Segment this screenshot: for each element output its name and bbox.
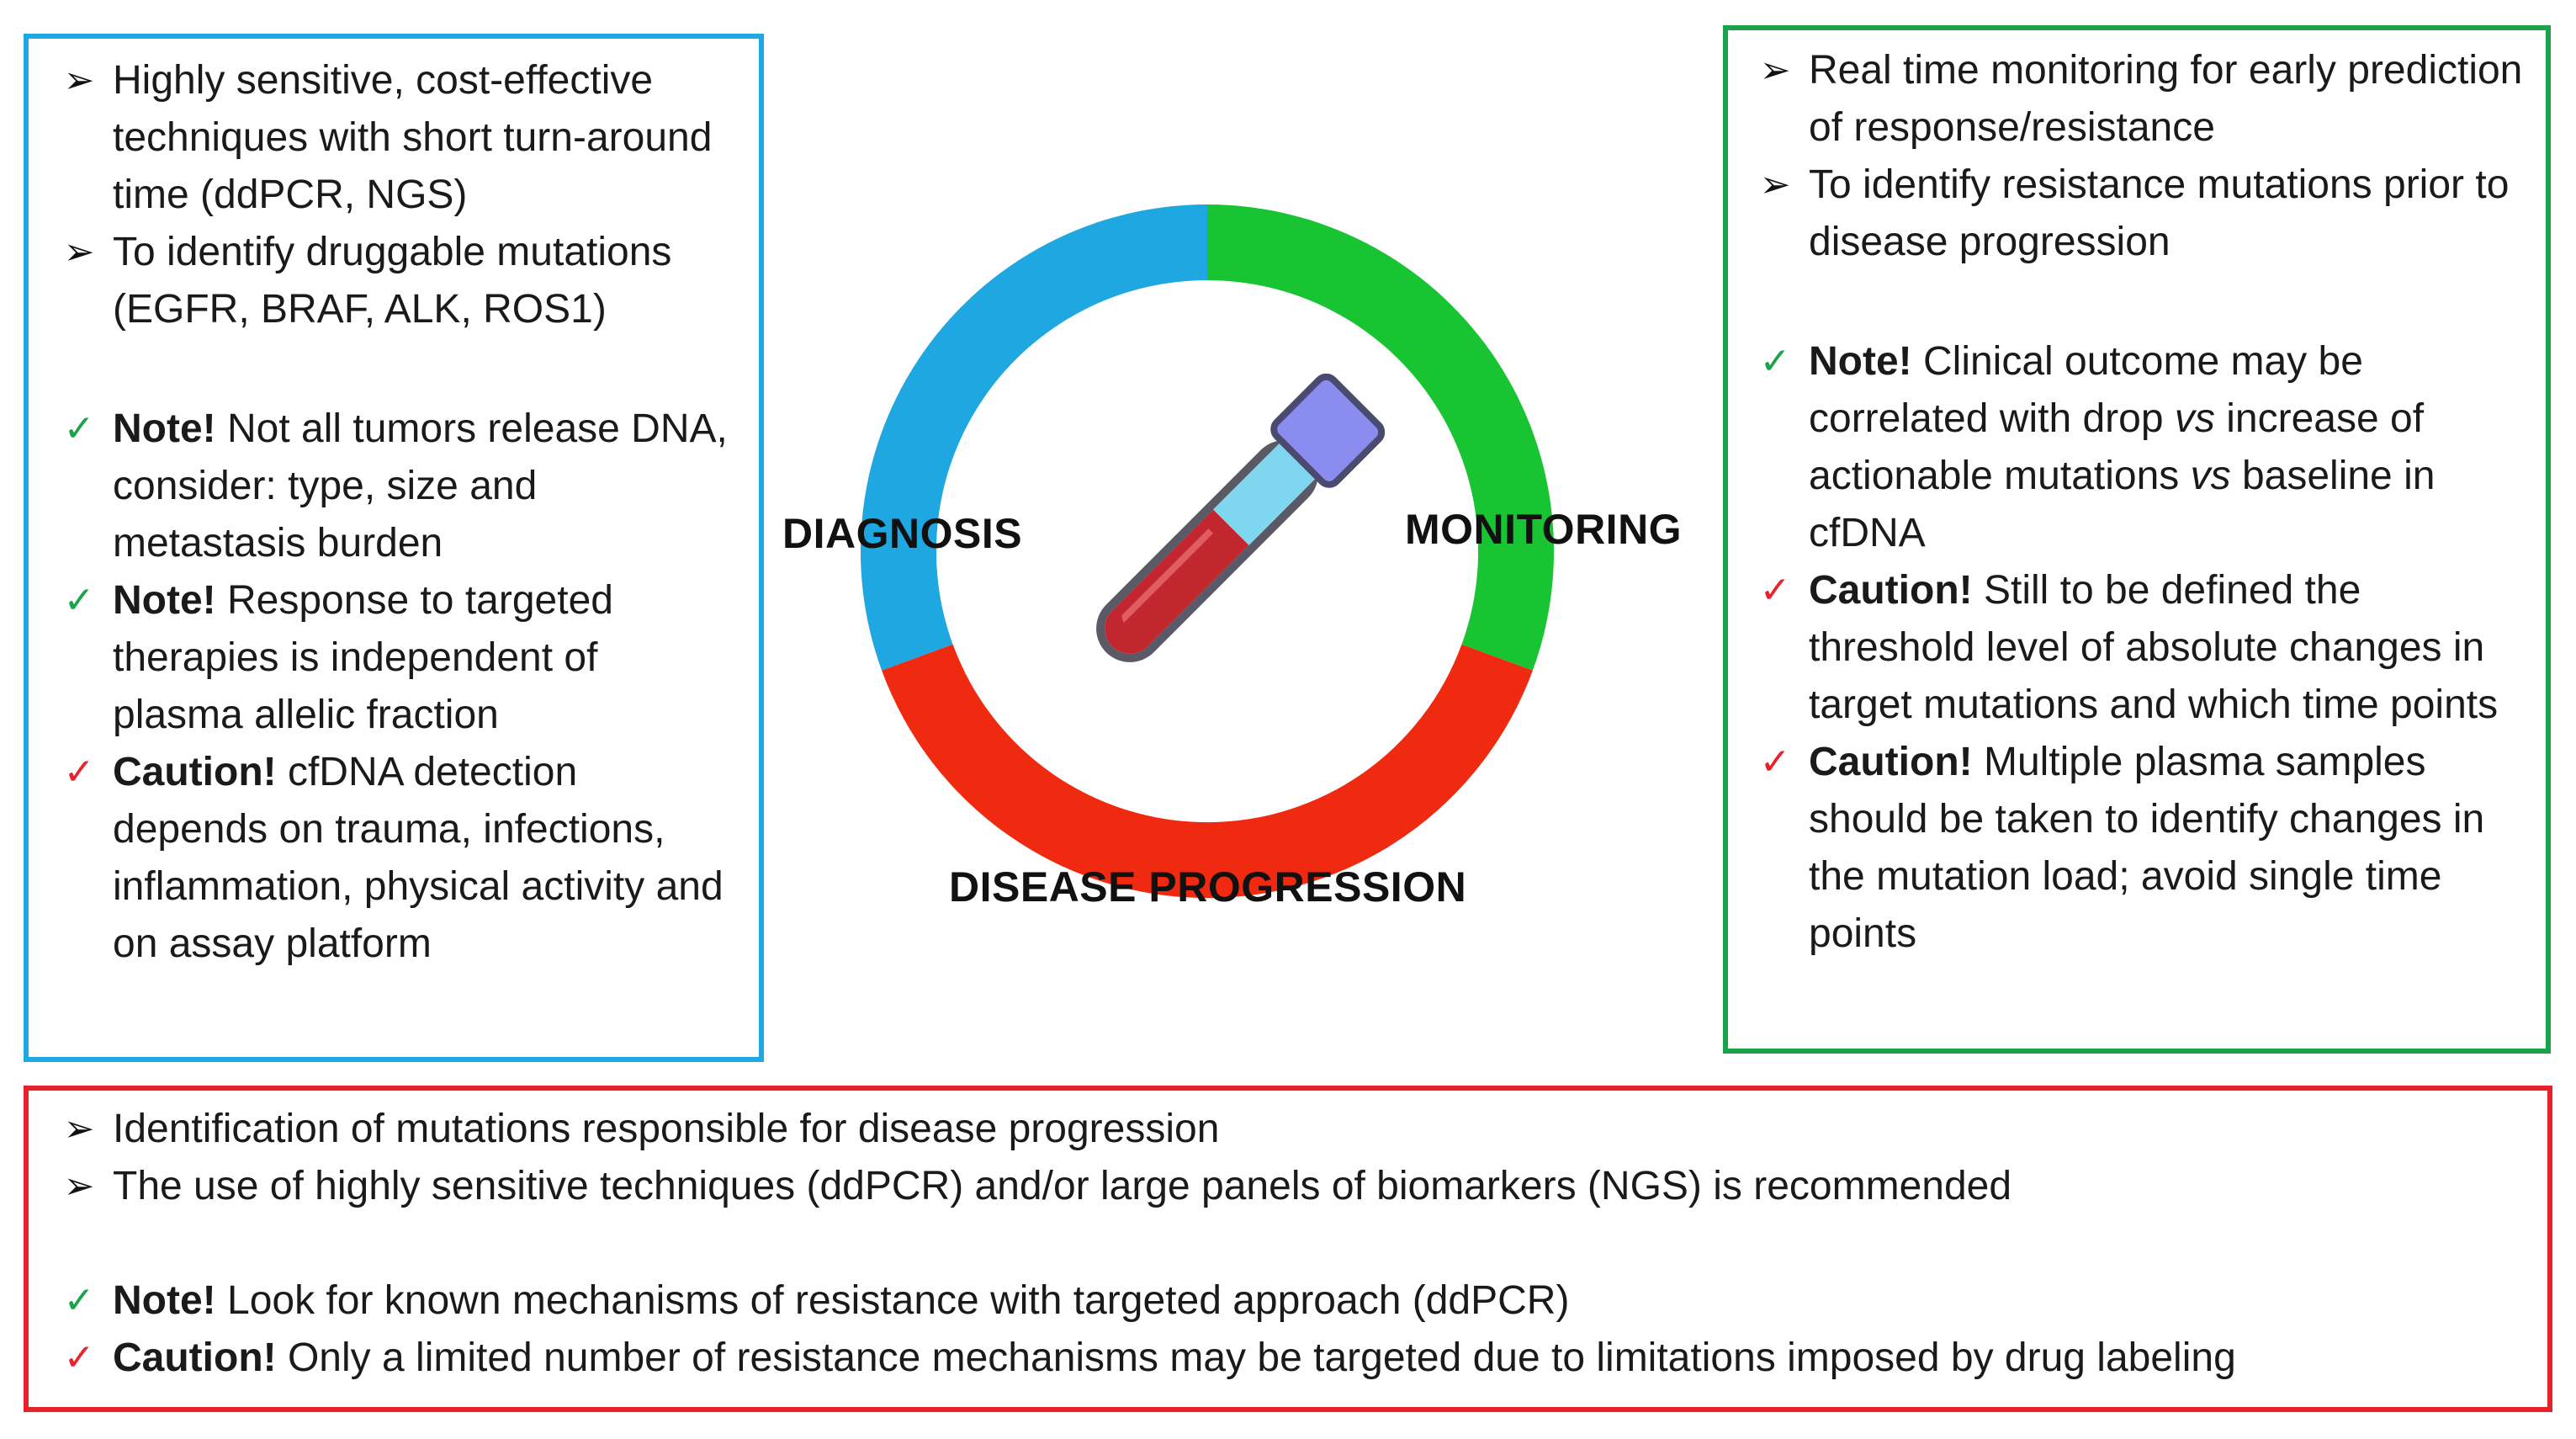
progression-ring-segment [882,644,1533,899]
progression-item-2: ➢ The use of highly sensitive techniques… [54,1158,2510,1215]
red-check-icon: ✓ [63,751,95,794]
monitoring-caution-2: ✓ Caution! Multiple plasma samples shoul… [1750,734,2524,963]
red-check-icon: ✓ [63,1336,95,1379]
blood-test-tube-icon [1096,373,1386,662]
progression-caution: ✓ Caution! Only a limited number of resi… [54,1330,2510,1387]
monitoring-note: ✓ Note! Clinical outcome may be correlat… [1750,333,2524,562]
diagnosis-item-2: ➢ To identify druggable mutations (EGFR,… [54,224,735,338]
cycle-ring-diagram: DIAGNOSIS MONITORING DISEASE PROGRESSION [782,177,1708,1018]
progression-label: DISEASE PROGRESSION [949,863,1467,911]
diagnosis-note-2: ✓ Note! Response to targeted therapies i… [54,572,735,744]
monitoring-caution-1: ✓ Caution! Still to be defined the thres… [1750,562,2524,734]
arrow-bullet-icon: ➢ [63,231,95,273]
green-check-icon: ✓ [1759,340,1791,383]
diagnosis-note-1: ✓ Note! Not all tumors release DNA, cons… [54,401,735,572]
progression-note: ✓ Note! Look for known mechanisms of res… [54,1272,2510,1330]
red-check-icon: ✓ [1759,741,1791,783]
monitoring-panel: ➢ Real time monitoring for early predict… [1723,25,2551,1054]
monitoring-item-2: ➢ To identify resistance mutations prior… [1750,157,2524,271]
arrow-bullet-icon: ➢ [1759,49,1791,92]
progression-panel: ➢ Identification of mutations responsibl… [24,1086,2552,1412]
monitoring-label: MONITORING [1405,506,1683,553]
green-check-icon: ✓ [63,579,95,622]
red-check-icon: ✓ [1759,569,1791,612]
monitoring-ring-segment [1207,204,1555,671]
arrow-bullet-icon: ➢ [63,1107,95,1150]
monitoring-item-1: ➢ Real time monitoring for early predict… [1750,42,2524,157]
diagnosis-panel: ➢ Highly sensitive, cost-effective techn… [24,34,764,1062]
diagnosis-item-1: ➢ Highly sensitive, cost-effective techn… [54,52,735,224]
ring-svg [860,204,1555,899]
arrow-bullet-icon: ➢ [1759,163,1791,206]
diagnosis-caution: ✓ Caution! cfDNA detection depends on tr… [54,744,735,973]
diagnosis-label: DIAGNOSIS [782,510,1023,557]
diagnosis-ring-segment [860,204,1207,671]
arrow-bullet-icon: ➢ [63,59,95,102]
green-check-icon: ✓ [63,407,95,450]
progression-item-1: ➢ Identification of mutations responsibl… [54,1101,2510,1158]
green-check-icon: ✓ [63,1279,95,1322]
arrow-bullet-icon: ➢ [63,1165,95,1208]
